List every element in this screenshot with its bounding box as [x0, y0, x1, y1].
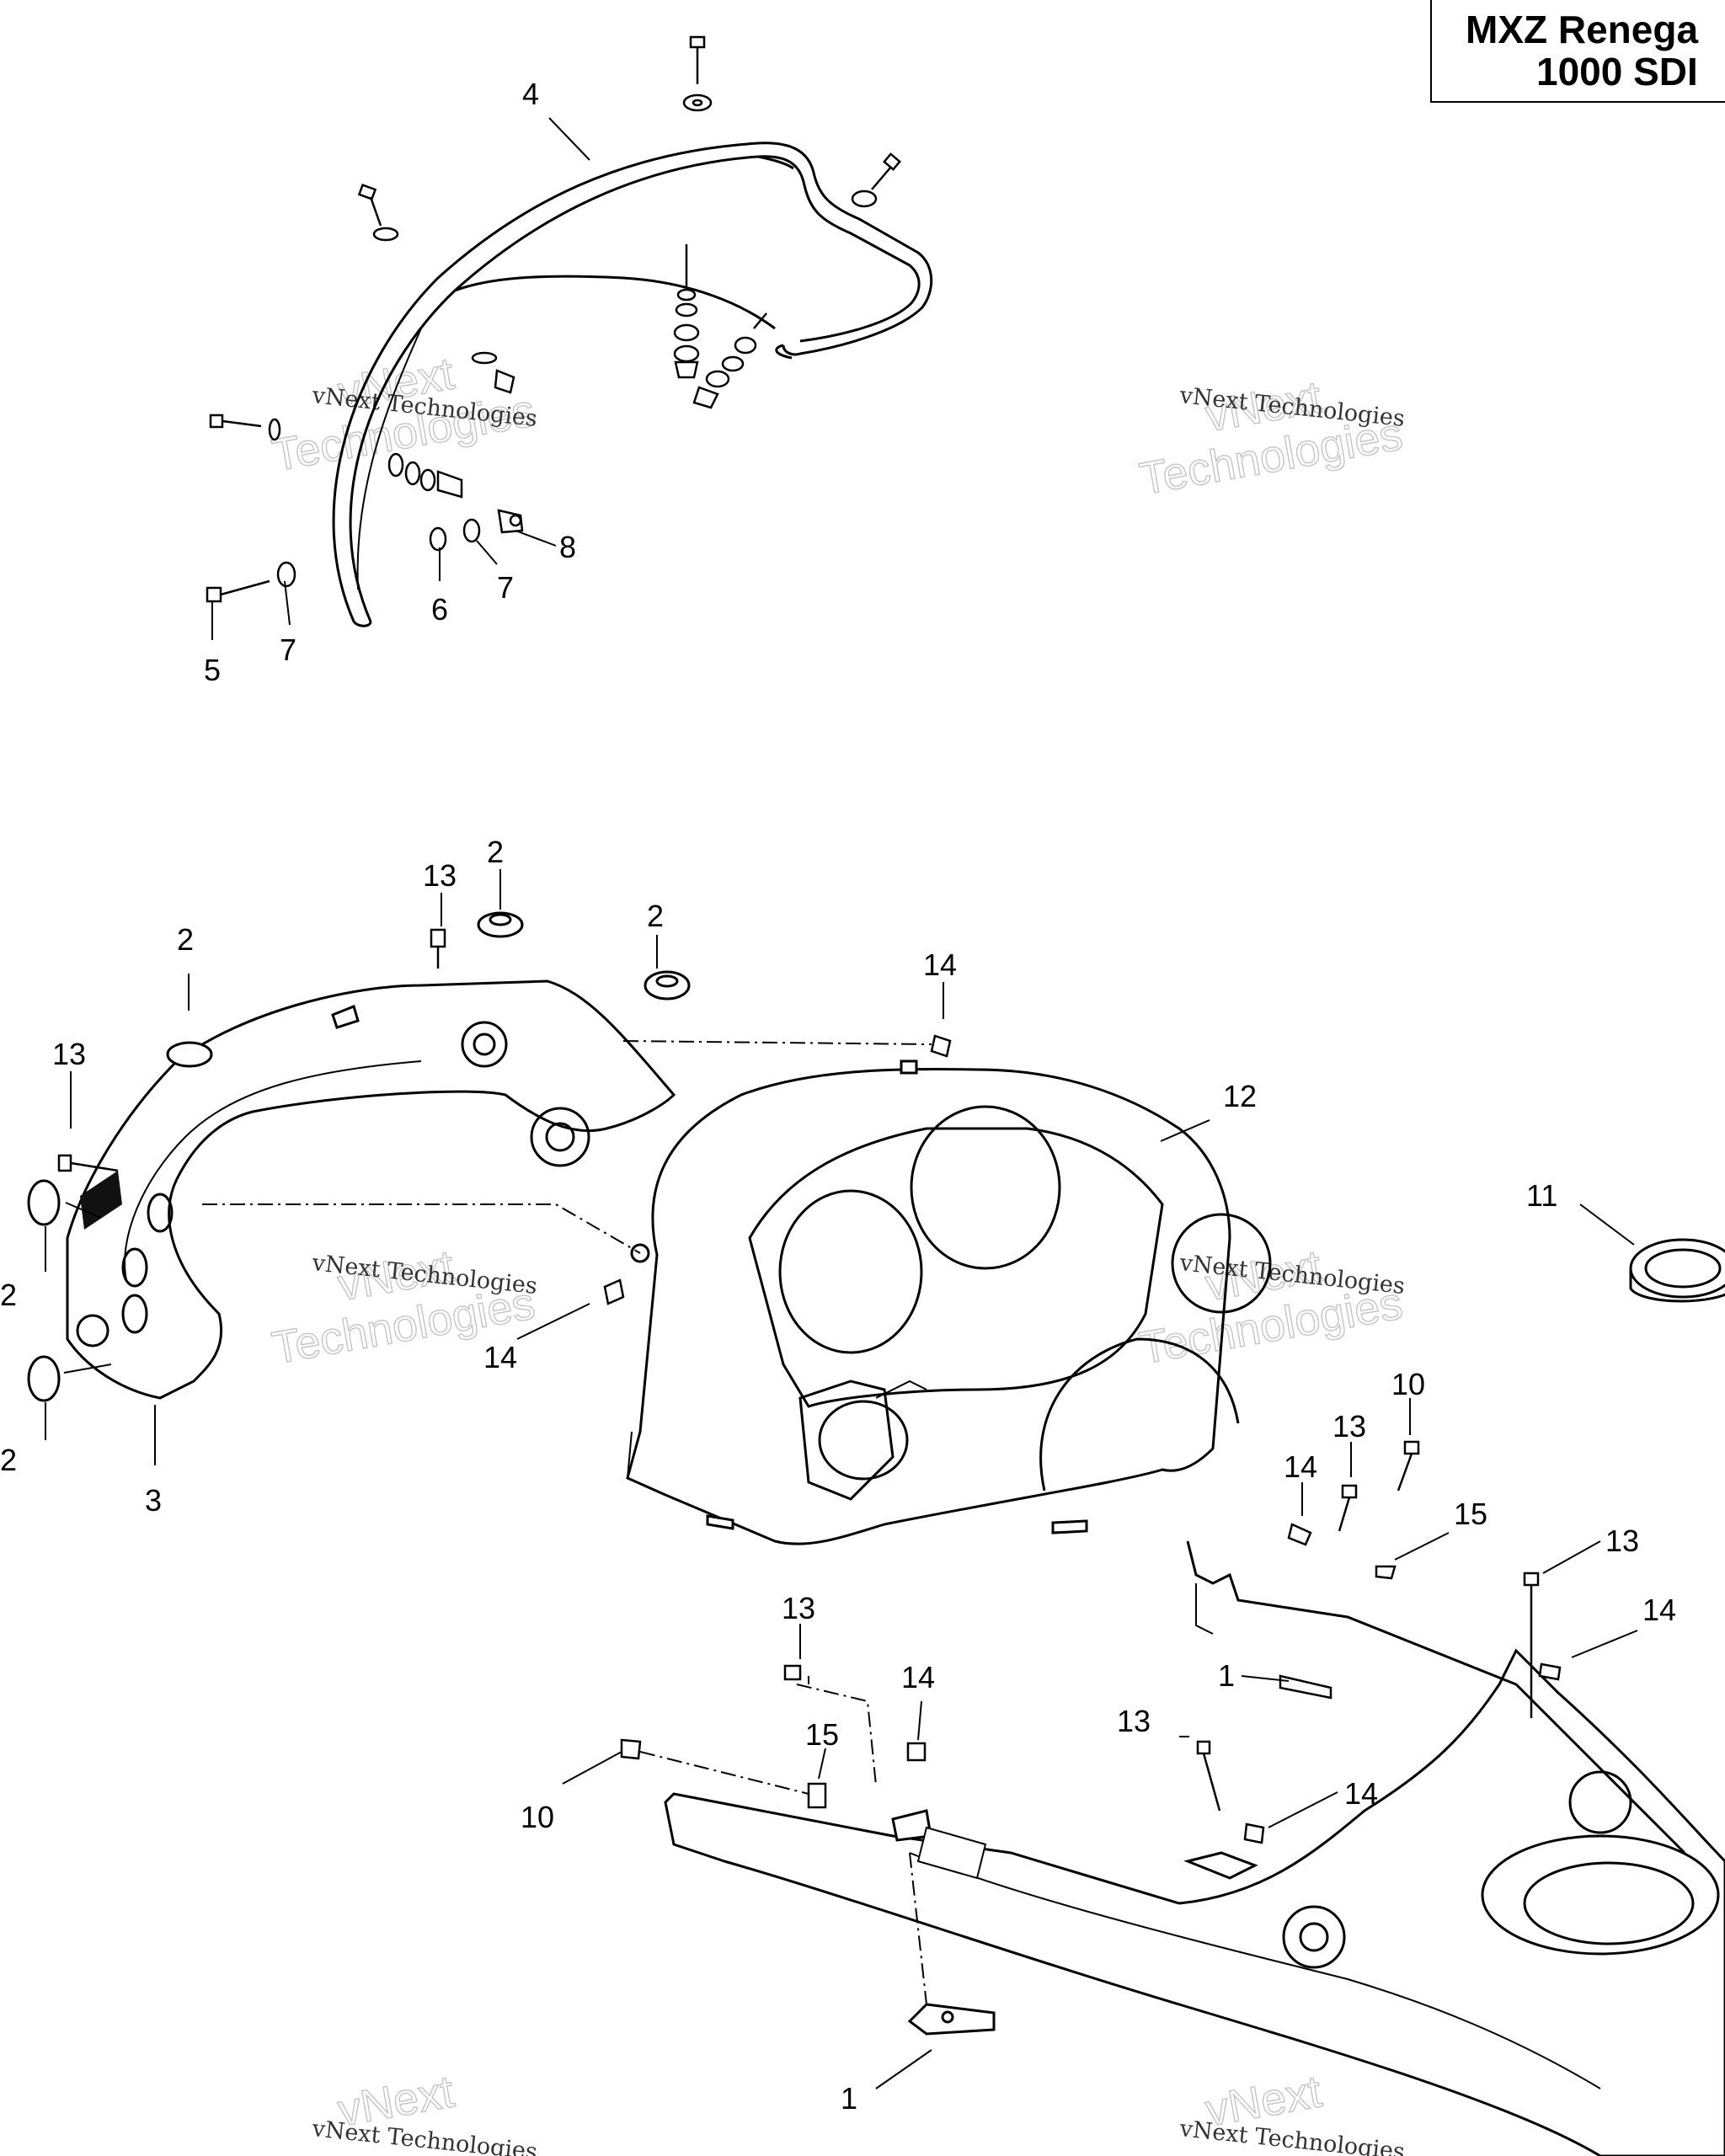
grommets — [27, 911, 691, 1402]
callout-label: 3 — [145, 1483, 162, 1518]
instrument-panel — [626, 1059, 1272, 1545]
callout-label: 14 — [1642, 1593, 1676, 1627]
callout-labels: 4 8 7 6 7 5 13 2 2 2 14 13 12 2 2 3 14 1… — [0, 77, 1676, 2116]
model-title-box: MXZ Renega 1000 SDI — [1430, 0, 1725, 103]
callout-label: 5 — [204, 653, 221, 687]
callout-label: 12 — [1223, 1079, 1257, 1113]
callout-label: 13 — [1117, 1704, 1151, 1738]
callout-label: 14 — [1344, 1776, 1378, 1811]
callout-label: 2 — [487, 835, 504, 869]
side-panel — [66, 979, 676, 1400]
callout-label: 15 — [1454, 1497, 1487, 1531]
callout-label: 13 — [782, 1591, 815, 1625]
clips-and-screws — [57, 928, 1562, 1844]
callout-label: 14 — [483, 1340, 517, 1374]
top-fastener-hardware — [206, 35, 901, 603]
callout-label: 6 — [431, 592, 448, 627]
callout-label: 2 — [177, 922, 194, 957]
callout-label: 13 — [52, 1037, 86, 1071]
callout-label: 14 — [1284, 1449, 1317, 1484]
model-title-line1: MXZ Renega — [1466, 8, 1699, 51]
callout-label: 2 — [0, 1278, 17, 1312]
model-title-line2: 1000 SDI — [1536, 50, 1698, 93]
ring-nut — [1629, 1238, 1725, 1303]
callout-label: 2 — [0, 1443, 17, 1477]
callout-label: 1 — [841, 2081, 857, 2116]
callout-label: 11 — [1526, 1178, 1557, 1213]
callout-label: 13 — [1605, 1524, 1639, 1558]
callout-label: 2 — [647, 899, 664, 933]
callout-label: 15 — [805, 1717, 839, 1752]
assembly-lines — [202, 1040, 932, 2005]
windshield-support-tube — [332, 141, 933, 627]
callout-label: 14 — [901, 1660, 935, 1694]
callout-label: 13 — [1332, 1409, 1366, 1444]
callout-label: 8 — [559, 530, 576, 564]
callout-label: 10 — [1391, 1367, 1425, 1401]
callout-label: 14 — [923, 947, 957, 982]
callout-label: 13 — [423, 858, 457, 893]
leader-lines — [45, 117, 1638, 2089]
callout-label: 4 — [522, 77, 539, 111]
callout-label: 7 — [280, 632, 296, 667]
callout-label: 1 — [1218, 1658, 1235, 1693]
callout-label: 7 — [497, 570, 514, 605]
console-body — [664, 1540, 1725, 2156]
callout-label: 10 — [521, 1800, 554, 1834]
